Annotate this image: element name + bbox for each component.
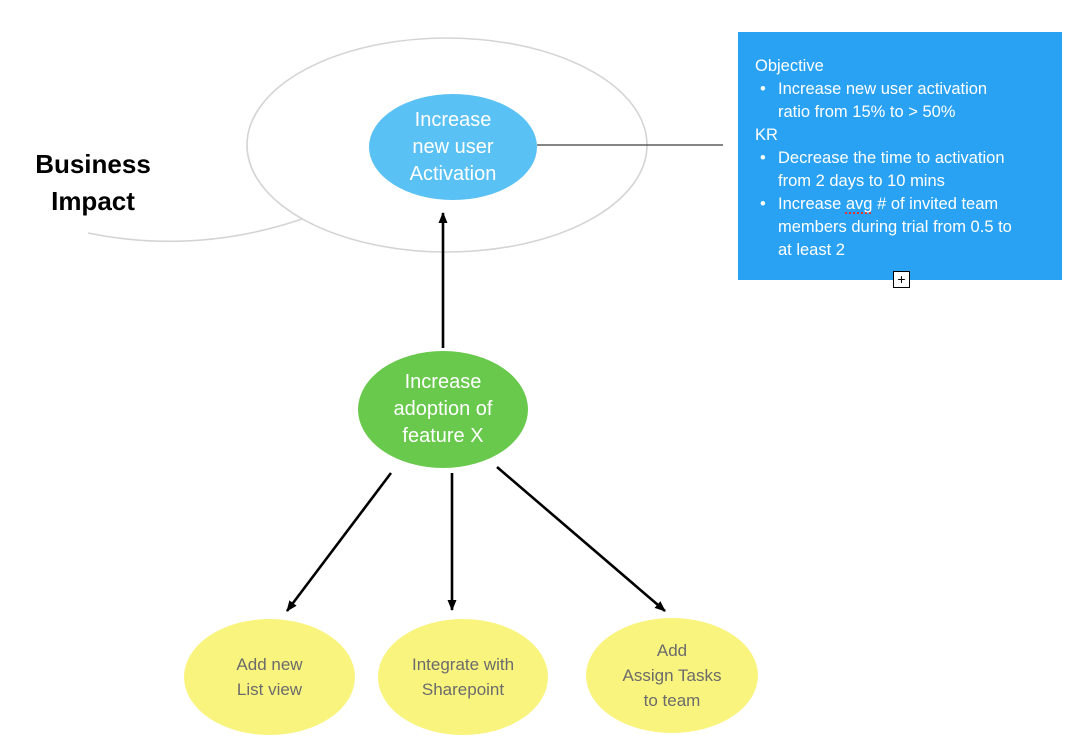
arrow-mid-to-leaf-3[interactable] [496,466,666,612]
misspelled-word: avg [845,195,873,213]
kr-item-2-prefix: Increase [778,195,846,213]
arrow-mid-to-leaf-1[interactable] [285,472,393,612]
bullet-icon: • [760,80,766,98]
group-label: Business Impact [35,149,151,216]
kr-item-2-text: Increase avg # of invited team members d… [778,193,1012,262]
node-add-new-list-view[interactable]: Add new List view [184,619,355,735]
node-increase-new-user-activation[interactable]: Increase new user Activation [369,94,537,200]
expand-icon[interactable]: + [893,271,910,288]
node-label: Integrate with Sharepoint [411,655,515,699]
kr-item-1-text: Decrease the time to activation from 2 d… [778,149,1005,190]
node-add-assign-tasks-to-team[interactable]: Add Assign Tasks to team [586,618,758,733]
node-label: Increase adoption of feature X [393,371,493,447]
objective-item: • Increase new user activation ratio fro… [755,78,1048,124]
kr-item-1: • Decrease the time to activation from 2… [755,147,1048,193]
kr-item-2: • Increase avg # of invited team members… [755,193,1048,262]
node-label: Increase new user Activation [409,108,497,185]
node-label: Add Assign Tasks to team [622,641,722,710]
kr-item-2-suffix: # of invited team members during trial f… [778,195,1012,259]
kr-heading: KR [755,126,778,144]
group-outline-tail[interactable] [87,218,303,243]
objective-item-text: Increase new user activation ratio from … [778,80,988,121]
objective-heading: Objective [755,57,824,75]
node-integrate-with-sharepoint[interactable]: Integrate with Sharepoint [378,619,548,735]
bullet-icon: • [760,195,766,213]
node-increase-adoption-feature-x[interactable]: Increase adoption of feature X [358,351,528,468]
okr-callout-box[interactable]: Objective • Increase new user activation… [738,32,1062,288]
bullet-icon: • [760,149,766,167]
node-label: Add new List view [236,655,303,699]
